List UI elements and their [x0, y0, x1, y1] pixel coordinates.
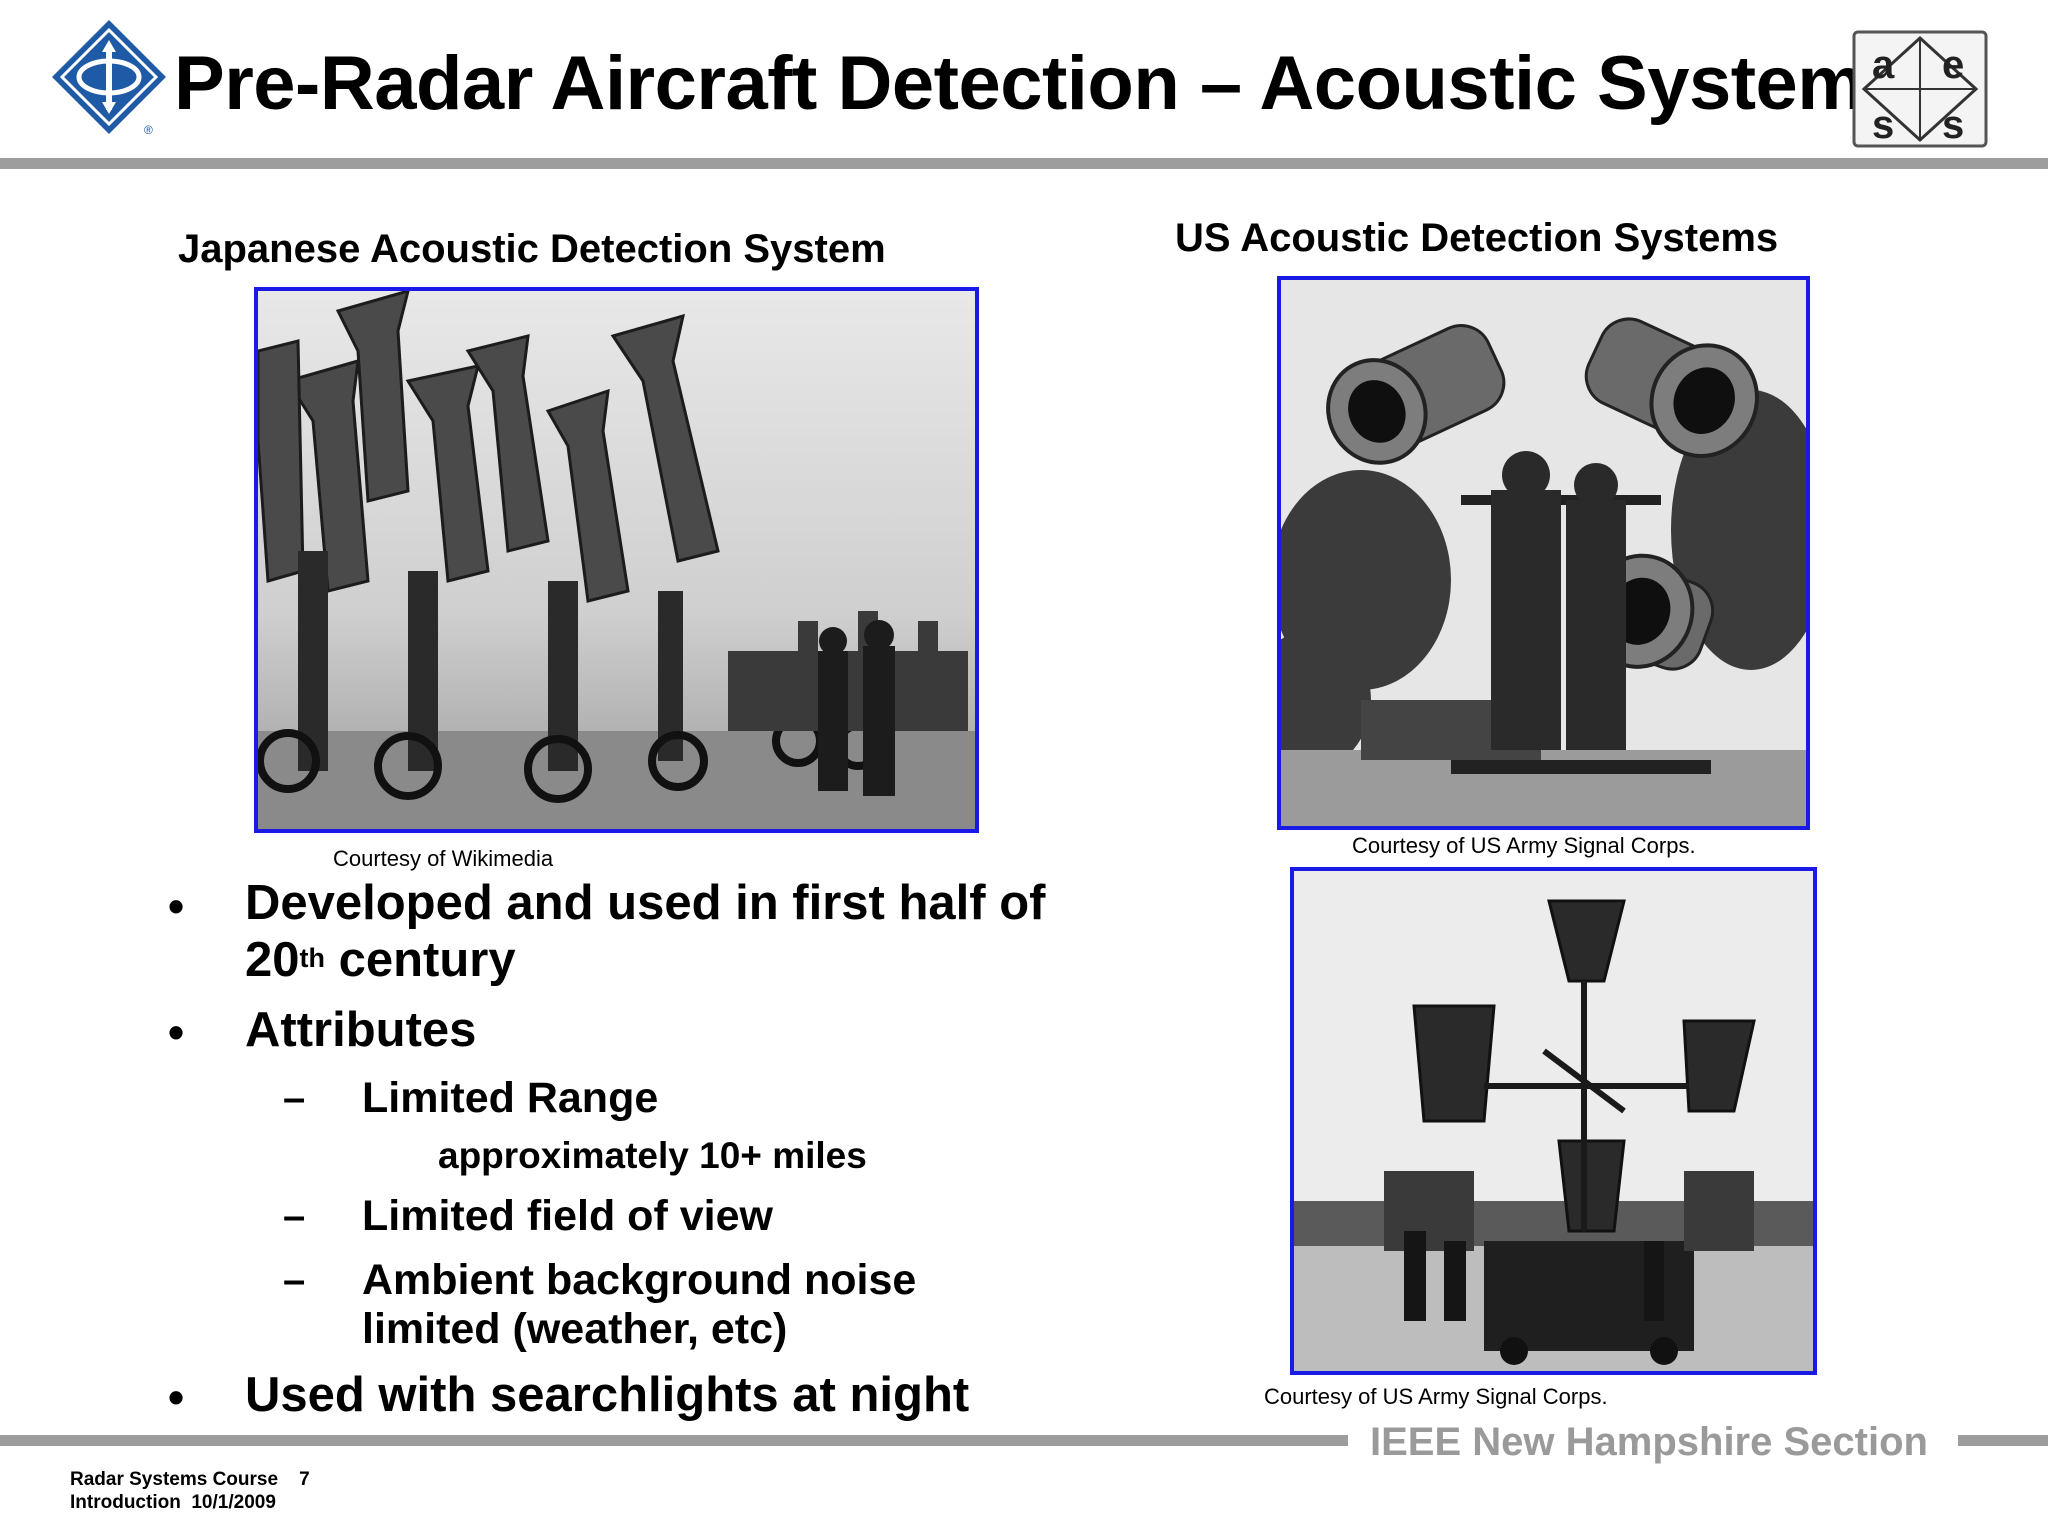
bullet-developed: Developed and used in first half of	[245, 876, 1046, 930]
us-acoustic-photo-1	[1277, 276, 1810, 830]
footer-divider-right	[1958, 1435, 2048, 1446]
us-systems-heading: US Acoustic Detection Systems	[1175, 216, 1779, 260]
footer-course-line: Radar Systems Course 7	[70, 1469, 310, 1490]
bullet-marker: •	[168, 880, 185, 932]
slide-title: Pre-Radar Aircraft Detection – Acoustic …	[174, 41, 1907, 126]
aess-logo-icon: a e s s	[1852, 30, 1988, 148]
aess-letter-s2: s	[1942, 103, 1964, 147]
sub-bullet-dash: –	[283, 1194, 306, 1238]
sub-bullet-ambient-noise: Ambient background noise	[362, 1256, 917, 1304]
us-photo-2-credit: Courtesy of US Army Signal Corps.	[1264, 1384, 1608, 1409]
aess-letter-s1: s	[1872, 103, 1894, 147]
aess-letter-a: a	[1872, 43, 1895, 87]
range-detail: approximately 10+ miles	[438, 1135, 867, 1176]
bullet-developed-line2: 20th century	[245, 933, 516, 987]
registered-mark: ®	[144, 123, 153, 137]
bullet-attributes: Attributes	[245, 1003, 477, 1057]
bullet-marker: •	[168, 1006, 185, 1058]
sub-bullet-dash: –	[283, 1076, 306, 1120]
japanese-system-heading: Japanese Acoustic Detection System	[178, 227, 886, 271]
footer-divider-left	[0, 1435, 1348, 1446]
sub-bullet-limited-range: Limited Range	[362, 1074, 659, 1122]
bullet-marker: •	[168, 1371, 185, 1423]
japanese-photo-credit: Courtesy of Wikimedia	[333, 846, 554, 871]
bullet-searchlights: Used with searchlights at night	[245, 1368, 970, 1422]
header-divider	[0, 158, 2048, 169]
superscript-th: th	[299, 943, 325, 973]
footer-section-name: IEEE New Hampshire Section	[1370, 1420, 1928, 1464]
footer-intro-line: Introduction 10/1/2009	[70, 1492, 276, 1513]
sub-bullet-ambient-noise-line2: limited (weather, etc)	[362, 1305, 788, 1353]
ieee-logo-icon: ®	[48, 16, 170, 138]
us-acoustic-photo-2	[1290, 867, 1817, 1375]
aess-letter-e: e	[1942, 43, 1964, 87]
japanese-acoustic-photo	[254, 287, 979, 833]
us-photo-1-credit: Courtesy of US Army Signal Corps.	[1352, 833, 1696, 858]
sub-bullet-field-of-view: Limited field of view	[362, 1192, 773, 1240]
sub-bullet-dash: –	[283, 1258, 306, 1302]
